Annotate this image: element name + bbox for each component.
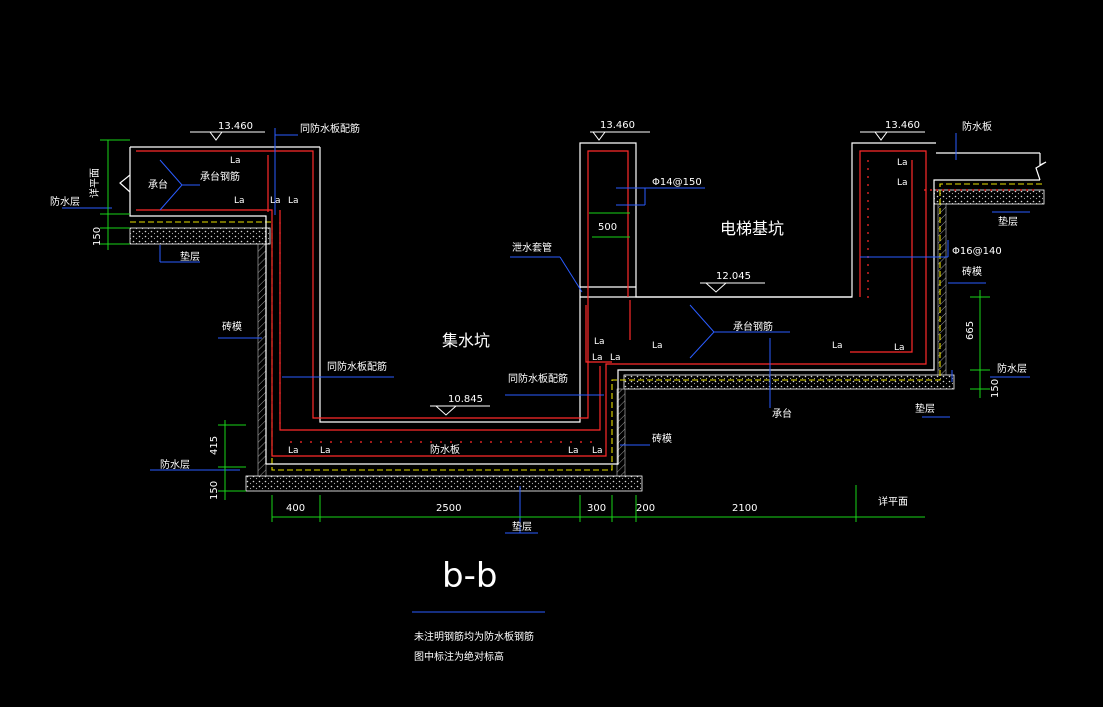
elevation-elevator-floor: 12.045 — [716, 271, 751, 282]
anchor-label: La — [592, 446, 603, 456]
dim-left-top-150: 150 — [92, 227, 103, 246]
label-brick-mold-right: 砖模 — [962, 265, 982, 278]
dim-200: 200 — [636, 503, 655, 514]
anchor-label: La — [288, 196, 299, 206]
anchor-label: La — [270, 196, 281, 206]
label-wp-layer-left-top: 防水层 — [50, 195, 80, 208]
label-same-as-slab-left: 同防水板配筋 — [327, 360, 387, 373]
anchor-labels: La La La La La La La La La La La La La L… — [230, 156, 908, 456]
dim-500: 500 — [598, 222, 617, 233]
dim-2100: 2100 — [732, 503, 757, 514]
waterproof-layers — [130, 183, 1044, 471]
label-waterproof-slab-right: 防水板 — [962, 120, 992, 133]
label-cap-rebar-left: 承台钢筋 — [200, 170, 240, 183]
label-elevator-pit: 电梯基坑 — [720, 219, 784, 238]
label-waterproof-slab-bottom: 防水板 — [430, 443, 460, 456]
label-phi16: Φ16@140 — [952, 246, 1002, 257]
note-line-1: 未注明钢筋均为防水板钢筋 — [414, 630, 534, 643]
anchor-label: La — [897, 178, 908, 188]
label-cap-rebar-right: 承台钢筋 — [733, 320, 773, 333]
label-wp-layer-right: 防水层 — [997, 362, 1027, 375]
label-wp-layer-left-bottom: 防水层 — [160, 458, 190, 471]
anchor-label: La — [288, 446, 299, 456]
label-see-plan-bottom: 详平面 — [878, 495, 908, 508]
dimension-lines — [100, 139, 990, 522]
label-phi14: Φ14@150 — [652, 177, 702, 188]
label-brick-mold-bottom: 砖模 — [652, 432, 672, 445]
dim-left-bottom-415: 415 — [209, 436, 220, 455]
section-title: b-b — [442, 556, 497, 596]
anchor-label: La — [592, 353, 603, 363]
anchor-label: La — [610, 353, 621, 363]
dim-right-150: 150 — [990, 379, 1001, 398]
anchor-label: La — [320, 446, 331, 456]
label-same-as-slab-top: 同防水板配筋 — [300, 122, 360, 135]
anchor-label: La — [894, 343, 905, 353]
label-cushion-bottom: 垫层 — [512, 520, 532, 533]
label-brick-mold-left: 砖模 — [222, 320, 242, 333]
anchor-label: La — [230, 156, 241, 166]
label-sump-pit: 集水坑 — [442, 331, 490, 350]
label-drain-pipe: 泄水套管 — [512, 241, 552, 254]
dim-left-bottom-150: 150 — [209, 481, 220, 500]
anchor-label: La — [832, 341, 843, 351]
label-cushion-right-top: 垫层 — [998, 215, 1018, 228]
label-cushion-left: 垫层 — [180, 250, 200, 263]
label-cushion-right-mid: 垫层 — [915, 402, 935, 415]
rebar-lines — [136, 150, 1036, 457]
concrete-outline — [119, 142, 1047, 465]
elevation-markers — [190, 131, 925, 416]
cushion-layers — [129, 189, 1045, 492]
dim-300: 300 — [587, 503, 606, 514]
elevation-sump-bottom: 10.845 — [448, 394, 483, 405]
anchor-label: La — [594, 337, 605, 347]
label-pile-cap-right: 承台 — [772, 407, 792, 420]
label-pile-cap-left: 承台 — [148, 178, 168, 191]
label-same-as-slab-mid: 同防水板配筋 — [508, 372, 568, 385]
anchor-label: La — [897, 158, 908, 168]
elevation-left-top: 13.460 — [218, 121, 253, 132]
dim-2500: 2500 — [436, 503, 461, 514]
label-see-plan-left: 详平面 — [88, 168, 101, 198]
anchor-label: La — [234, 196, 245, 206]
dim-400: 400 — [286, 503, 305, 514]
elevation-mid-top: 13.460 — [600, 120, 635, 131]
anchor-label: La — [568, 446, 579, 456]
note-line-2: 图中标注为绝对标高 — [414, 650, 504, 663]
anchor-label: La — [652, 341, 663, 351]
elevation-right-top: 13.460 — [885, 120, 920, 131]
leader-lines — [62, 128, 1030, 613]
dim-right-665: 665 — [965, 321, 976, 340]
